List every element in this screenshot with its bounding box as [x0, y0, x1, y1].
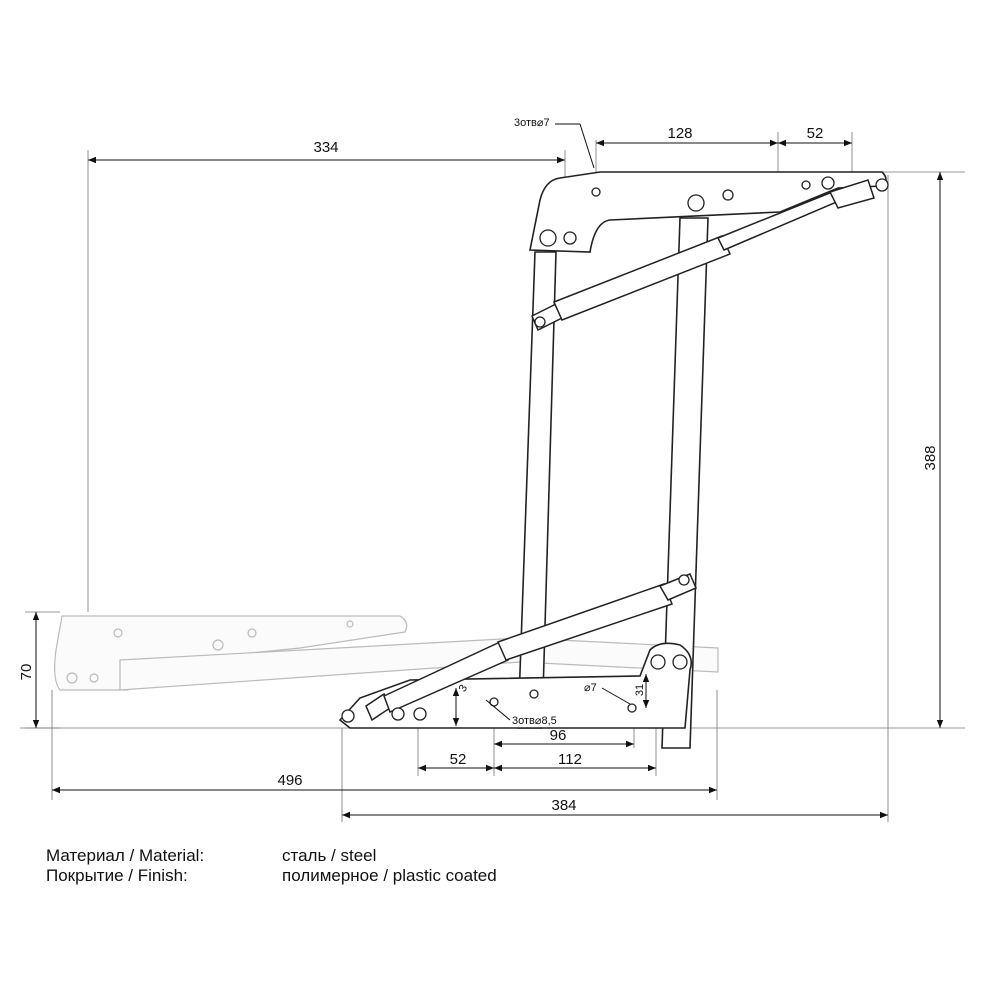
holes-bottom-label: 3отв⌀8,5	[512, 715, 557, 727]
dim-70: 70	[18, 664, 35, 681]
bottom-bracket	[338, 642, 693, 729]
gas-spring-bottom	[365, 573, 697, 722]
dim-96: 96	[550, 727, 567, 744]
dim-52-bottom: 52	[450, 751, 467, 768]
dim-388: 388	[922, 445, 939, 470]
screw-holes	[341, 176, 889, 723]
spec-material: Материал / Material: сталь / steel	[46, 846, 497, 866]
holes-top-label: 3отв⌀7	[514, 117, 550, 129]
spec-material-label: Материал / Material:	[46, 846, 205, 865]
dim-384: 384	[551, 797, 576, 814]
dim-128: 128	[667, 125, 692, 142]
dim-31-label: 31	[634, 684, 646, 696]
dim-112: 112	[558, 751, 582, 768]
hole-d7-label: ⌀7	[584, 682, 597, 694]
dim-3-label: 3	[457, 683, 470, 694]
spec-finish-label: Покрытие / Finish:	[46, 866, 188, 885]
dim-52-top: 52	[807, 125, 824, 142]
dimension-lines	[32, 123, 944, 819]
spec-finish-value: полимерное / plastic coated	[282, 866, 497, 885]
dim-334: 334	[313, 139, 338, 156]
spec-finish: Покрытие / Finish: полимерное / plastic …	[46, 866, 497, 886]
dim-496: 496	[277, 772, 302, 789]
spec-material-value: сталь / steel	[282, 846, 377, 865]
top-bracket	[529, 171, 887, 253]
specs-block: Материал / Material: сталь / steel Покры…	[46, 846, 497, 886]
